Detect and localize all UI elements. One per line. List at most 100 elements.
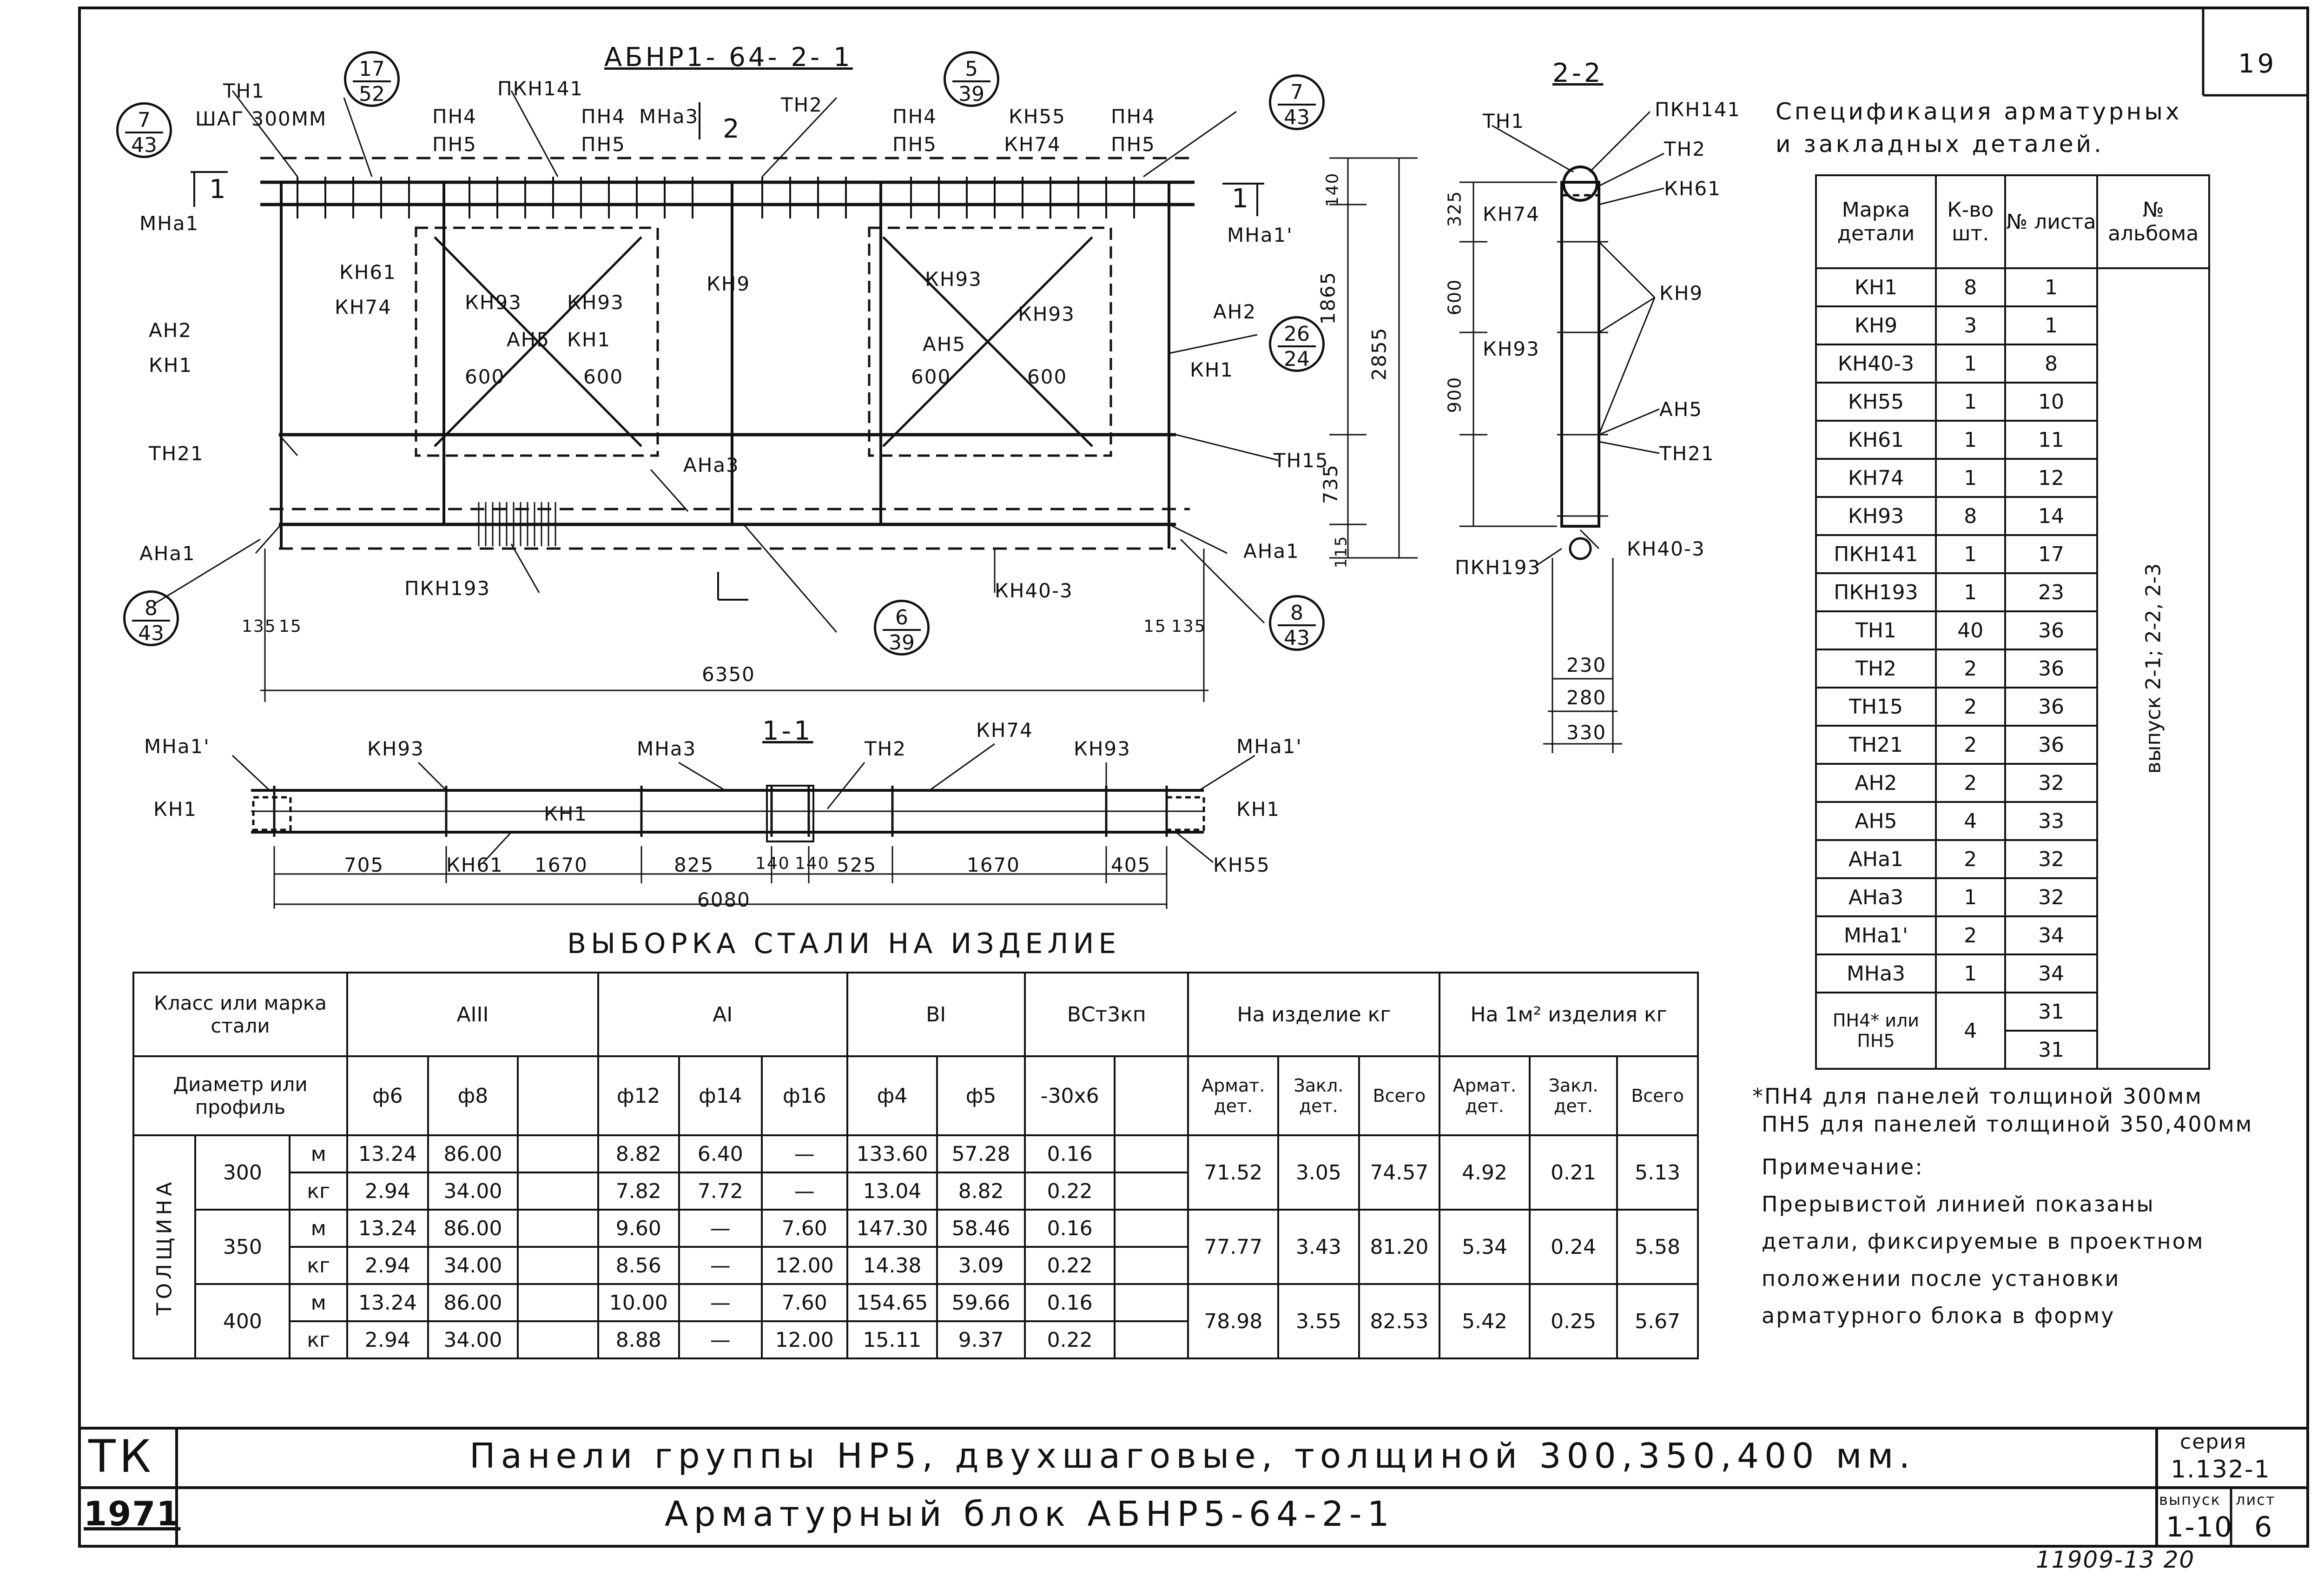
label-kn93: КН93 xyxy=(465,291,522,314)
label-an5: АН5 xyxy=(923,333,966,356)
s11-dim-705: 705 xyxy=(344,854,384,876)
spec-title-line2: и закладных деталей. xyxy=(1776,131,2104,158)
note-title: Примечание: xyxy=(1762,1154,1924,1179)
s11-dim-1670: 1670 xyxy=(967,854,1020,876)
drawing-mark: АБНР1- 64- 2- 1 xyxy=(604,42,853,73)
section-mark-1: 1 xyxy=(209,174,229,205)
label-kn9: КН9 xyxy=(706,272,751,295)
s11-dim-140: 140 xyxy=(755,854,790,873)
dim-6350: 6350 xyxy=(702,663,755,686)
s11-dim-525: 525 xyxy=(837,854,877,876)
spec-header: № альбома xyxy=(2096,174,2210,269)
label-ana1: АНа1 xyxy=(139,542,196,565)
label-mna1: МНа1 xyxy=(139,212,199,235)
label-pkn141: ПКН141 xyxy=(497,77,584,100)
s22-label-kn61: КН61 xyxy=(1664,177,1721,200)
tb-issue: 1-10 xyxy=(2166,1511,2233,1543)
sheet-number: 19 xyxy=(2238,49,2277,79)
tb-sheet: 6 xyxy=(2254,1511,2273,1543)
label-pn4: ПН4 xyxy=(581,105,626,128)
s22-dim-600: 600 xyxy=(1444,278,1465,316)
dim-600: 600 xyxy=(465,365,505,388)
dim-1865: 1865 xyxy=(1316,271,1340,325)
s11-dim-825: 825 xyxy=(674,854,714,876)
s22-dim-280: 280 xyxy=(1566,686,1607,709)
label-step: ШАГ 300ММ xyxy=(195,107,327,130)
tb-year: 1971 xyxy=(84,1494,181,1533)
s11-label-kn74: КН74 xyxy=(976,719,1033,742)
tb-series-label: серия xyxy=(2180,1430,2247,1454)
steel-diam-header: Диаметр или профиль xyxy=(132,1055,349,1136)
s22-label-tn1: ТН1 xyxy=(1483,110,1525,132)
label-kn55: КН55 xyxy=(1009,105,1066,128)
section-mark-2: 2 xyxy=(723,114,742,144)
label-kn40-3: КН40-3 xyxy=(995,579,1073,602)
label-tn2: ТН2 xyxy=(781,93,823,116)
archive-number: 11909-13 20 xyxy=(2036,1546,2195,1573)
note-line: Прерывистой линией показаны xyxy=(1762,1192,2155,1217)
label-kn74: КН74 xyxy=(1004,133,1061,156)
dim-115: 115 xyxy=(1332,535,1351,569)
label-kn74: КН74 xyxy=(335,296,392,318)
s11-dim-6080: 6080 xyxy=(697,888,751,911)
steel-table: Класс или марка стали АIII АI ВI ВСт3кп … xyxy=(132,972,1699,1359)
spec-header: № листа xyxy=(2004,174,2099,269)
dim-600: 600 xyxy=(1027,365,1068,388)
footnote-line1: *ПН4 для панелей толщиной 300мм xyxy=(1752,1084,2203,1109)
s11-label-kn1: КН1 xyxy=(153,798,198,821)
label-pn5: ПН5 xyxy=(581,133,626,156)
spec-header: Марка детали xyxy=(1815,174,1937,269)
tb-issue-label: выпуск xyxy=(2159,1491,2221,1509)
section-mark-1: 1 xyxy=(1232,184,1251,214)
label-tn1: ТН1 xyxy=(223,79,265,102)
s22-label-kn40-3: КН40-3 xyxy=(1627,537,1705,560)
label-tn21: ТН21 xyxy=(149,442,204,465)
dim-140: 140 xyxy=(1323,172,1342,207)
label-ana3: АНа3 xyxy=(683,454,739,477)
label-pn4: ПН4 xyxy=(1111,105,1155,128)
s22-label-kn93: КН93 xyxy=(1483,338,1540,360)
s22-dim-900: 900 xyxy=(1444,376,1465,413)
section-2-2-title: 2-2 xyxy=(1552,58,1604,88)
dim-600: 600 xyxy=(911,365,951,388)
dim-600: 600 xyxy=(583,365,624,388)
note-line: арматурного блока в форму xyxy=(1762,1303,2115,1328)
steel-title: ВЫБОРКА СТАЛИ НА ИЗДЕЛИЕ xyxy=(567,927,1121,960)
label-ana1: АНа1 xyxy=(1243,540,1300,563)
section-1-1-title: 1-1 xyxy=(762,716,813,746)
tb-series: 1.132-1 xyxy=(2171,1456,2271,1483)
s11-label-mna1p: МНа1' xyxy=(1236,735,1302,758)
s11-label-kn93: КН93 xyxy=(367,737,424,760)
label-kn1: КН1 xyxy=(149,354,193,377)
label-an2: АН2 xyxy=(1213,300,1257,323)
s11-label-kn1: КН1 xyxy=(1236,798,1281,821)
tb-title-line1: Панели группы НР5, двухшаговые, толщиной… xyxy=(469,1436,1915,1476)
label-pn5: ПН5 xyxy=(1111,133,1155,156)
label-pkn193: ПКН193 xyxy=(404,577,491,600)
dim-15: 15 xyxy=(1143,617,1167,636)
s22-label-tn2: ТН2 xyxy=(1664,138,1706,160)
s22-label-kn9: КН9 xyxy=(1659,282,1703,305)
label-pn4: ПН4 xyxy=(432,105,477,128)
tb-tk: ТК xyxy=(88,1430,155,1483)
